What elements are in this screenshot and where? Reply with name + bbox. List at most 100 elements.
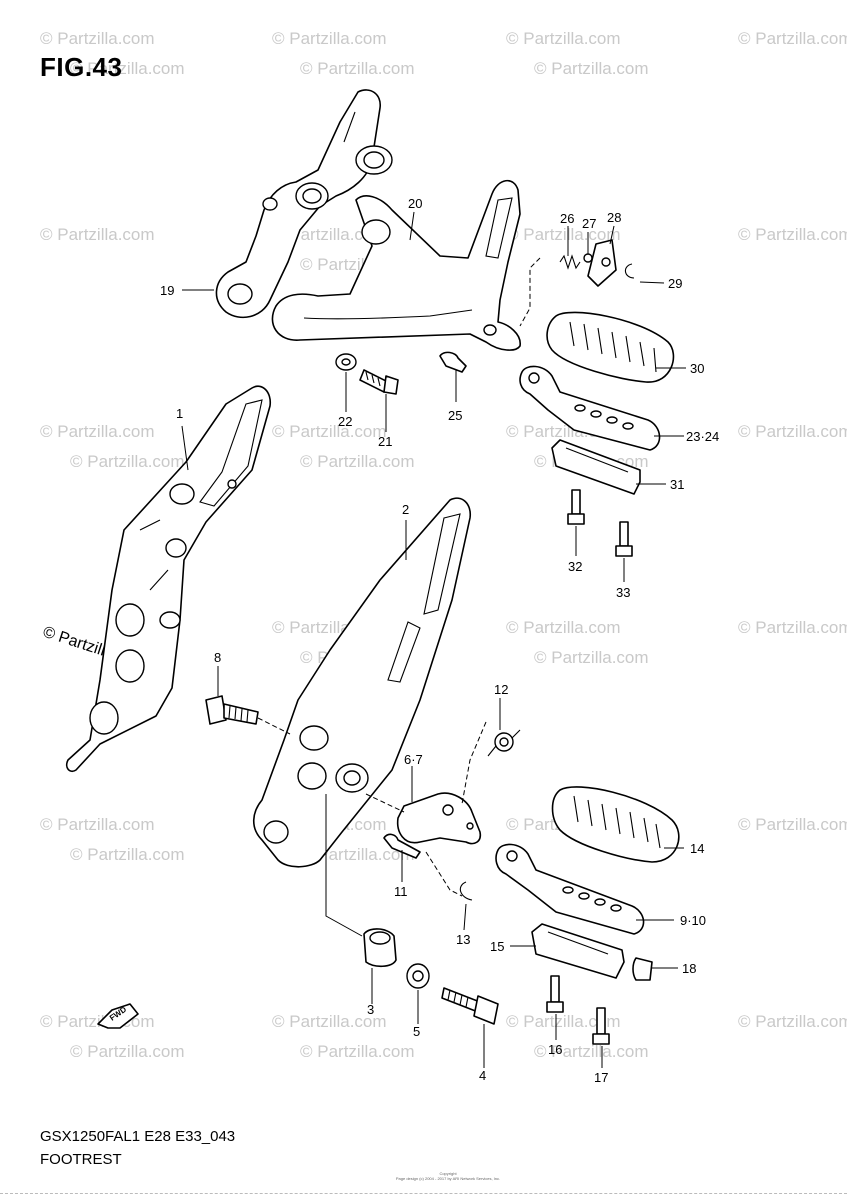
part-33-bolt[interactable]: [615, 521, 633, 557]
watermark: © Partzilla.com: [506, 29, 621, 48]
callout-11[interactable]: 11: [394, 884, 408, 899]
watermark: © Partzilla.com: [70, 59, 185, 78]
watermark: © Partzilla.com: [534, 59, 649, 78]
part-29-clip[interactable]: [624, 263, 635, 279]
model-code: GSX1250FAL1 E28 E33_043: [40, 1128, 236, 1145]
part-27-ball[interactable]: [583, 253, 593, 263]
watermark: © Partzilla.com: [272, 29, 387, 48]
watermark: © Partzilla.com: [738, 29, 847, 48]
part-11-pin[interactable]: [383, 833, 421, 859]
watermark: © Partzilla.com: [70, 1042, 185, 1061]
callout-16[interactable]: 16: [548, 1042, 562, 1057]
watermark: © Partzilla.com: [738, 225, 847, 244]
part-15-bracket[interactable]: [531, 923, 625, 979]
callout-4[interactable]: 4: [479, 1068, 486, 1083]
part-26-spring[interactable]: [559, 254, 581, 270]
callout-33[interactable]: 33: [616, 585, 630, 600]
fwd-arrow-icon: FWD: [97, 1003, 139, 1029]
part-19-bracket[interactable]: [215, 89, 393, 319]
part-14-footpeg-rubber[interactable]: [551, 786, 680, 863]
part-8-bolt[interactable]: [205, 695, 259, 725]
part-1-bracket[interactable]: [65, 385, 272, 773]
section-name: FOOTREST: [40, 1151, 122, 1168]
part-2-bracket[interactable]: [252, 497, 472, 868]
assembly-line: [461, 721, 487, 805]
leader-lines: [181, 211, 686, 1068]
callout-20[interactable]: 20: [408, 196, 422, 211]
callout-6-7[interactable]: 6·7: [404, 752, 423, 767]
callout-21[interactable]: 21: [378, 434, 392, 449]
part-18-nut[interactable]: [632, 957, 653, 981]
watermark: © Partzilla.com: [506, 1012, 621, 1031]
watermark: © Partzilla.com: [272, 1012, 387, 1031]
part-31-bracket[interactable]: [551, 439, 641, 495]
callout-18[interactable]: 18: [682, 961, 696, 976]
watermark: © Partzilla.com: [40, 815, 155, 834]
assembly-line: [365, 793, 405, 813]
part-6-7-pivot[interactable]: [396, 792, 482, 845]
watermark: © Partzilla.com: [738, 618, 847, 637]
callout-22[interactable]: 22: [338, 414, 352, 429]
part-3-collar[interactable]: [363, 928, 397, 968]
watermark: © Partzilla.com: [738, 1012, 847, 1031]
watermark: © Partzilla.com: [300, 59, 415, 78]
watermark: © Partzilla.com: [506, 618, 621, 637]
part-28-plate[interactable]: [587, 239, 617, 287]
watermark: © Partzilla.com: [70, 452, 185, 471]
copyright-line: Copyright: [439, 1171, 457, 1176]
callout-2[interactable]: 2: [402, 502, 409, 517]
part-32-bolt[interactable]: [567, 489, 585, 525]
part-16-bolt[interactable]: [546, 975, 564, 1013]
callout-25[interactable]: 25: [448, 408, 462, 423]
callout-23-24[interactable]: 23·24: [686, 429, 719, 444]
watermark: © Partzilla.com: [70, 845, 185, 864]
callout-30[interactable]: 30: [690, 361, 704, 376]
callout-26[interactable]: 26: [560, 211, 574, 226]
callout-9-10[interactable]: 9·10: [680, 913, 706, 928]
part-12-spring[interactable]: [487, 729, 521, 757]
part-4-bolt[interactable]: [441, 987, 499, 1025]
watermark: © Partzilla.com: [738, 422, 847, 441]
callout-13[interactable]: 13: [456, 932, 470, 947]
watermark: © Partzilla.com: [534, 1042, 649, 1061]
callout-31[interactable]: 31: [670, 477, 684, 492]
part-23-24-footpeg[interactable]: [519, 365, 661, 451]
watermark: © Partzilla.com: [506, 225, 621, 244]
part-20-plate[interactable]: [271, 179, 521, 351]
assembly-line: [257, 717, 291, 735]
assembly-line: [425, 851, 463, 897]
callout-15[interactable]: 15: [490, 939, 504, 954]
figure-title: FIG.43: [40, 52, 123, 82]
part-5-washer[interactable]: [406, 963, 430, 989]
part-21-bolt[interactable]: [359, 369, 399, 395]
callout-1[interactable]: 1: [176, 406, 183, 421]
copyright-line: Page design (c) 2004 - 2017 by ARI Netwo…: [395, 1176, 501, 1181]
callout-14[interactable]: 14: [690, 841, 704, 856]
callout-17[interactable]: 17: [594, 1070, 608, 1085]
callout-5[interactable]: 5: [413, 1024, 420, 1039]
assembly-line: [519, 257, 541, 327]
callout-28[interactable]: 28: [607, 210, 621, 225]
watermark: © Partzilla.com: [534, 648, 649, 667]
part-22-washer[interactable]: [335, 353, 357, 371]
callout-8[interactable]: 8: [214, 650, 221, 665]
callout-12[interactable]: 12: [494, 682, 508, 697]
watermark: © Partzilla.com: [738, 815, 847, 834]
watermark: © Partzilla.com: [40, 422, 155, 441]
callout-29[interactable]: 29: [668, 276, 682, 291]
watermark: © Partzilla.com: [40, 29, 155, 48]
part-17-bolt[interactable]: [592, 1007, 610, 1045]
callout-32[interactable]: 32: [568, 559, 582, 574]
part-30-footpeg-rubber[interactable]: [546, 311, 675, 383]
part-13-clip[interactable]: [459, 881, 473, 901]
callout-19[interactable]: 19: [160, 283, 174, 298]
assembly-line: [325, 794, 363, 937]
part-9-10-footpeg[interactable]: [495, 843, 645, 935]
callout-3[interactable]: 3: [367, 1002, 374, 1017]
callout-27[interactable]: 27: [582, 216, 596, 231]
copyright-notice: Copyright Page design (c) 2004 - 2017 by…: [368, 1171, 528, 1181]
part-25-pin[interactable]: [439, 351, 467, 373]
watermark: © Partzilla.com: [300, 1042, 415, 1061]
